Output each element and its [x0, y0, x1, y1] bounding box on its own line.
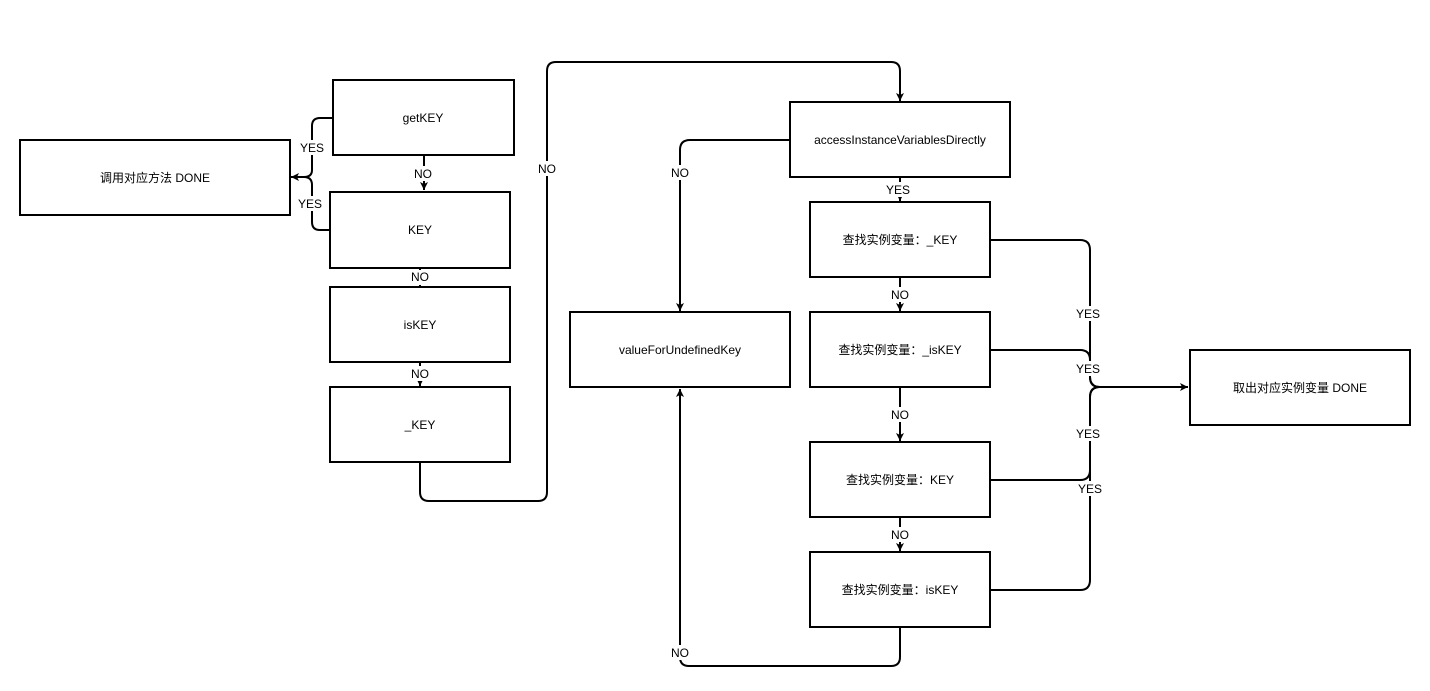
svg-text:NO: NO: [411, 367, 429, 381]
label-yes-find2: YES: [1073, 361, 1103, 376]
node-find-is-key-label: 查找实例变量：isKEY: [842, 582, 959, 597]
label-yes-getkey: YES: [297, 140, 327, 155]
svg-text:NO: NO: [891, 408, 909, 422]
node-getkey: getKEY: [332, 79, 515, 156]
svg-text:NO: NO: [411, 270, 429, 284]
node-done-method-label: 调用对应方法 DONE: [100, 170, 210, 185]
svg-text:NO: NO: [671, 646, 689, 660]
node-find-underscore-key-label: 查找实例变量：_KEY: [843, 232, 958, 247]
svg-text:YES: YES: [1076, 307, 1100, 321]
edge-find4-to-undefined: [676, 389, 901, 667]
svg-text:YES: YES: [300, 141, 324, 155]
node-underscore-key: _KEY: [329, 386, 511, 463]
node-find-is-key: 查找实例变量：isKEY: [809, 551, 991, 628]
svg-text:YES: YES: [298, 197, 322, 211]
label-no-access: NO: [667, 165, 693, 180]
node-done-method: 调用对应方法 DONE: [19, 139, 291, 216]
svg-text:YES: YES: [1076, 362, 1100, 376]
edge-underscorekey-to-access: [419, 61, 904, 502]
node-getkey-label: getKEY: [403, 111, 444, 125]
node-done-ivar-label: 取出对应实例变量 DONE: [1233, 380, 1367, 395]
label-yes-find4: YES: [1075, 481, 1105, 496]
svg-text:NO: NO: [671, 166, 689, 180]
node-find-underscore-key: 查找实例变量：_KEY: [809, 201, 991, 278]
node-find-key: 查找实例变量：KEY: [809, 441, 991, 518]
svg-text:YES: YES: [1078, 482, 1102, 496]
node-access-directly: accessInstanceVariablesDirectly: [789, 101, 1011, 178]
label-no-key: NO: [407, 270, 433, 285]
label-no-getkey: NO: [410, 166, 436, 181]
node-key-label: KEY: [408, 223, 432, 237]
svg-text:NO: NO: [538, 162, 556, 176]
svg-text:NO: NO: [891, 288, 909, 302]
node-find-key-label: 查找实例变量：KEY: [846, 472, 954, 487]
label-yes-find3: YES: [1073, 426, 1103, 441]
svg-text:YES: YES: [1076, 427, 1100, 441]
node-value-for-undefined: valueForUndefinedKey: [569, 311, 791, 388]
label-yes-access: YES: [883, 182, 913, 197]
node-key: KEY: [329, 191, 511, 269]
node-value-for-undefined-label: valueForUndefinedKey: [619, 343, 741, 357]
label-no-underscore-key: NO: [534, 161, 560, 176]
node-iskey-label: isKEY: [404, 318, 437, 332]
node-find-underscore-is-key: 查找实例变量：_isKEY: [809, 311, 991, 388]
label-yes-key: YES: [295, 196, 325, 211]
node-access-directly-label: accessInstanceVariablesDirectly: [814, 133, 986, 147]
node-underscore-key-label: _KEY: [404, 418, 436, 432]
svg-text:YES: YES: [886, 183, 910, 197]
node-find-underscore-is-key-label: 查找实例变量：_isKEY: [838, 342, 961, 357]
node-iskey: isKEY: [329, 286, 511, 363]
label-no-find4: NO: [667, 645, 693, 660]
label-no-find3: NO: [887, 527, 913, 542]
svg-text:NO: NO: [414, 167, 432, 181]
node-done-ivar: 取出对应实例变量 DONE: [1189, 349, 1411, 426]
label-no-find2: NO: [887, 407, 913, 422]
edge-access-to-undefined: [676, 139, 790, 311]
label-no-iskey: NO: [407, 366, 433, 381]
svg-text:NO: NO: [891, 528, 909, 542]
label-yes-find1: YES: [1073, 306, 1103, 321]
label-no-find1: NO: [887, 287, 913, 302]
